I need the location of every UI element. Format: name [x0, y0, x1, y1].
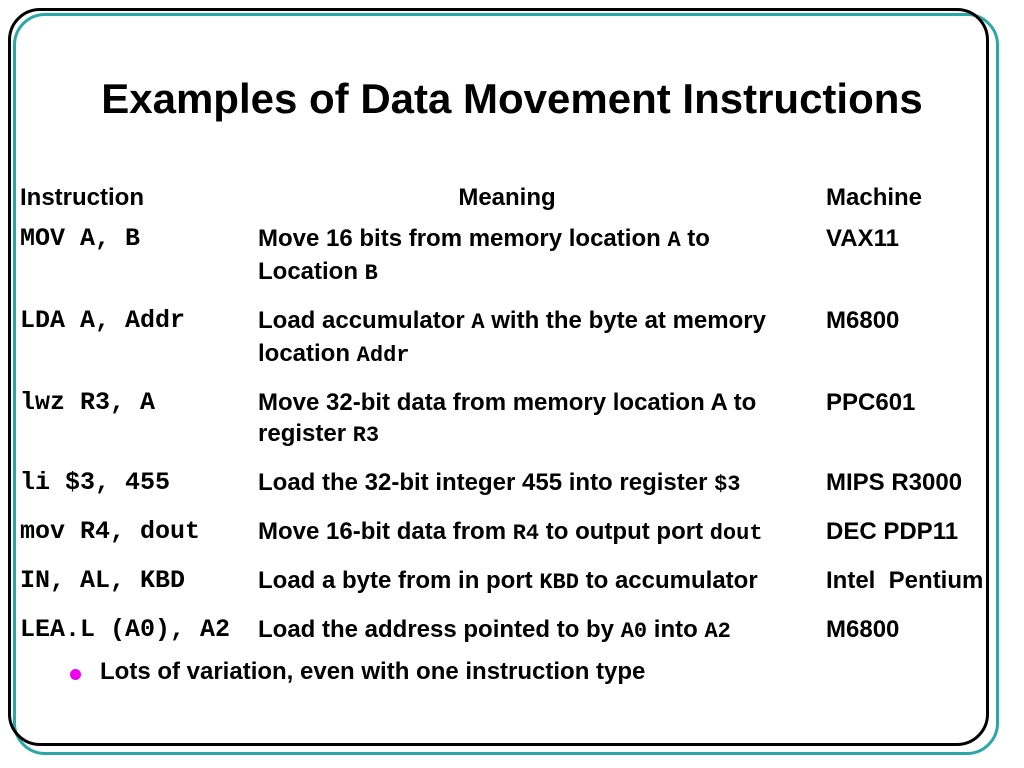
- column-header-instruction: Instruction: [20, 184, 144, 211]
- table-row: MOV A, B Move 16 bits from memory locatio…: [20, 223, 998, 289]
- machine-cell: MIPS R3000: [826, 469, 963, 496]
- table-row: lwz R3, A Move 32-bit data from memory lo…: [20, 387, 998, 451]
- machine-cell: VAX11: [826, 225, 899, 252]
- table-header-row: Instruction Meaning Machine: [20, 182, 998, 213]
- table-row: LEA.L (A0), A2 Load the address pointed t…: [20, 614, 998, 647]
- inline-code: R3: [352, 423, 380, 448]
- bullet-point: Lots of variation, even with one instruc…: [70, 656, 645, 687]
- machine-cell: PPC601: [826, 389, 916, 416]
- inline-code: dout: [709, 521, 763, 546]
- table-row: LDA A, Addr Load accumulator A with the b…: [20, 305, 998, 371]
- inline-code: A2: [704, 619, 731, 644]
- meaning-cell: Load accumulator A with the byte at memo…: [258, 307, 766, 368]
- instruction-cell: lwz R3, A: [20, 388, 156, 417]
- machine-cell: M6800: [826, 616, 900, 643]
- inline-code: A0: [620, 619, 648, 644]
- column-header-machine: Machine: [826, 184, 923, 211]
- bullet-text: Lots of variation, even with one instruc…: [100, 658, 646, 685]
- inline-code: A: [471, 310, 485, 335]
- inline-code: Addr: [356, 343, 410, 368]
- inline-code: R4: [512, 521, 540, 546]
- table-row: li $3, 455 Load the 32-bit integer 455 in…: [20, 467, 998, 500]
- machine-cell: M6800: [826, 307, 900, 334]
- inline-code: A: [667, 228, 681, 253]
- inline-code: B: [364, 261, 378, 286]
- instruction-table: Instruction Meaning Machine MOV A, B Move…: [20, 182, 998, 663]
- slide-title: Examples of Data Movement Instructions: [101, 75, 923, 122]
- instruction-cell: li $3, 455: [20, 468, 171, 497]
- instruction-cell: MOV A, B: [20, 224, 141, 253]
- table-row: IN, AL, KBD Load a byte from in port KBD …: [20, 565, 998, 598]
- slide-border-teal: [13, 13, 999, 755]
- bullet-icon: [70, 669, 81, 680]
- column-header-meaning: Meaning: [458, 184, 556, 211]
- meaning-cell: Load a byte from in port KBD to accumula…: [258, 567, 758, 595]
- machine-cell: DEC PDP11: [826, 518, 959, 545]
- meaning-cell: Move 32-bit data from memory location A …: [258, 389, 757, 448]
- instruction-cell: IN, AL, KBD: [20, 566, 186, 595]
- meaning-cell: Move 16-bit data from R4 to output port …: [258, 518, 763, 546]
- inline-code: KBD: [539, 570, 579, 595]
- instruction-cell: LDA A, Addr: [20, 306, 186, 335]
- meaning-cell: Load the address pointed to by A0 into A…: [258, 616, 731, 644]
- machine-cell: Intel Pentium: [826, 567, 984, 594]
- inline-code: $3: [714, 472, 741, 497]
- slide-border-black: [8, 8, 989, 746]
- meaning-cell: Load the 32-bit integer 455 into registe…: [258, 469, 741, 497]
- table-body: MOV A, B Move 16 bits from memory locatio…: [20, 223, 998, 647]
- instruction-cell: mov R4, dout: [20, 517, 201, 546]
- table-row: mov R4, dout Move 16-bit data from R4 to …: [20, 516, 998, 549]
- instruction-cell: LEA.L (A0), A2: [20, 615, 231, 644]
